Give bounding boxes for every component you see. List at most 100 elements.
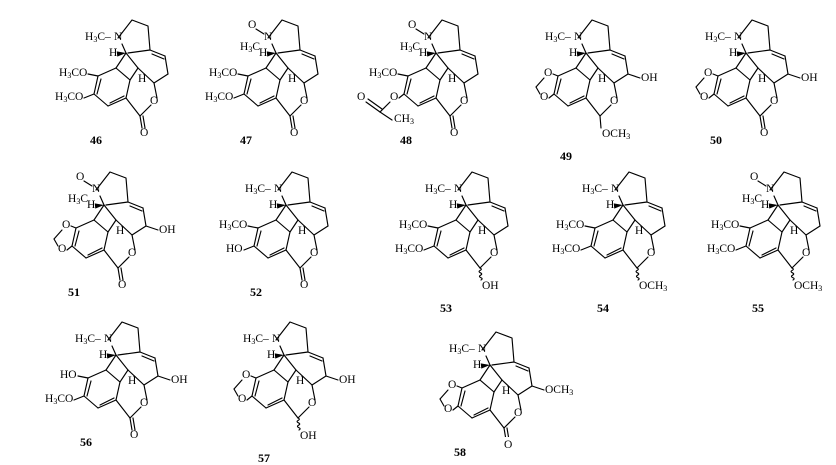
compound-number: 57 (258, 451, 270, 465)
nitrogen-label: N (766, 183, 775, 195)
nitrogen-label: N (274, 183, 283, 195)
wedge-bond (116, 51, 126, 57)
c6-bond (790, 267, 795, 281)
compound-57 (233, 321, 339, 431)
aromatic-bond (285, 231, 291, 251)
bond (77, 375, 89, 379)
aromatic-bond (717, 67, 737, 77)
bond (548, 93, 555, 99)
bond (83, 93, 95, 99)
bond (313, 234, 318, 251)
bond (609, 49, 626, 57)
bond (143, 375, 159, 386)
aromatic-double-bond (87, 247, 103, 256)
aromatic-bond (71, 245, 87, 259)
ring-oxygen-label: O (802, 247, 811, 259)
h-label: H (606, 199, 615, 211)
compound-number: 49 (560, 149, 572, 163)
dioxole-bond (233, 379, 243, 390)
ring-substituent-label: OH (171, 374, 188, 386)
h-label: H (109, 47, 118, 59)
n-methyl-label: H3C– (85, 31, 111, 44)
bond (784, 55, 789, 75)
aromatic-bond (251, 395, 267, 409)
bond (103, 204, 117, 221)
aromatic-bond (457, 387, 463, 407)
aromatic-substituent-label: H3CO (707, 243, 736, 256)
bond (575, 52, 587, 69)
bond (597, 67, 615, 84)
bond (277, 49, 301, 54)
dioxole-bond (233, 388, 239, 397)
carbonyl-bond (367, 98, 383, 110)
bond (599, 104, 612, 117)
aromatic-substituent-label: H3CO (205, 91, 234, 104)
bond (585, 52, 599, 69)
aromatic-bond (759, 249, 779, 259)
dioxole-oxygen-label: O (238, 393, 247, 405)
ring-substituent-label: OH (801, 72, 818, 84)
bond (513, 361, 530, 369)
aromatic-bond (253, 227, 259, 247)
aromatic-bond (575, 67, 591, 81)
aromatic-double-bond (254, 380, 260, 397)
bond (493, 379, 503, 393)
wedge-bond (266, 51, 276, 57)
bond (479, 256, 492, 269)
aromatic-bond (479, 379, 495, 393)
aromatic-bond (275, 79, 281, 99)
compound-number: 55 (752, 301, 764, 315)
aromatic-bond (97, 67, 117, 77)
bond (735, 52, 747, 69)
bond (650, 225, 666, 236)
bond (127, 49, 151, 54)
carbonyl-bond (759, 115, 763, 129)
carbonyl-oxygen-label: O (290, 127, 299, 139)
bond (773, 195, 779, 206)
c6-bond (478, 267, 483, 281)
aromatic-bond (93, 219, 109, 233)
aromatic-substituent-label: HO (60, 369, 77, 381)
c6-bond (635, 267, 640, 281)
bond (283, 354, 297, 371)
nitrogen-label: N (574, 31, 583, 43)
bond (613, 73, 629, 84)
n-methyl-label: H3C (68, 193, 88, 206)
bond (493, 225, 509, 236)
aromatic-substituent-label: HO (226, 243, 243, 255)
aromatic-bond (727, 97, 747, 107)
h-label: H (449, 199, 458, 211)
carbonyl-oxygen-label: O (300, 279, 309, 291)
dioxole-oxygen-label: O (540, 91, 549, 103)
bond (311, 375, 327, 386)
bond (107, 219, 117, 233)
bond (479, 364, 491, 381)
bond (739, 225, 751, 229)
aromatic-bond (107, 97, 127, 107)
carbonyl-oxygen-label: O (760, 127, 769, 139)
compound-47 (233, 19, 319, 129)
bond (501, 379, 519, 396)
bond (777, 249, 793, 269)
h-label: H (138, 73, 147, 85)
nitrogen-label: N (104, 333, 113, 345)
bond (626, 219, 636, 233)
aromatic-double-bond (256, 230, 262, 247)
bond (303, 82, 308, 99)
aromatic-double-bond (606, 247, 622, 256)
bond (580, 245, 592, 251)
compound-50 (695, 19, 801, 129)
bond (646, 201, 663, 209)
aromatic-bond (553, 75, 559, 95)
bond (131, 225, 147, 236)
double-bond (515, 365, 529, 372)
bond (87, 73, 99, 77)
aromatic-bond (433, 245, 449, 259)
n-oxide-label: O (248, 19, 257, 31)
aromatic-bond (745, 227, 751, 247)
aromatic-bond (105, 369, 121, 383)
bond (757, 67, 775, 84)
bond (117, 256, 130, 269)
pyrrolidine-bond (737, 19, 771, 51)
c6-substituent-label: OCH3 (602, 128, 631, 141)
